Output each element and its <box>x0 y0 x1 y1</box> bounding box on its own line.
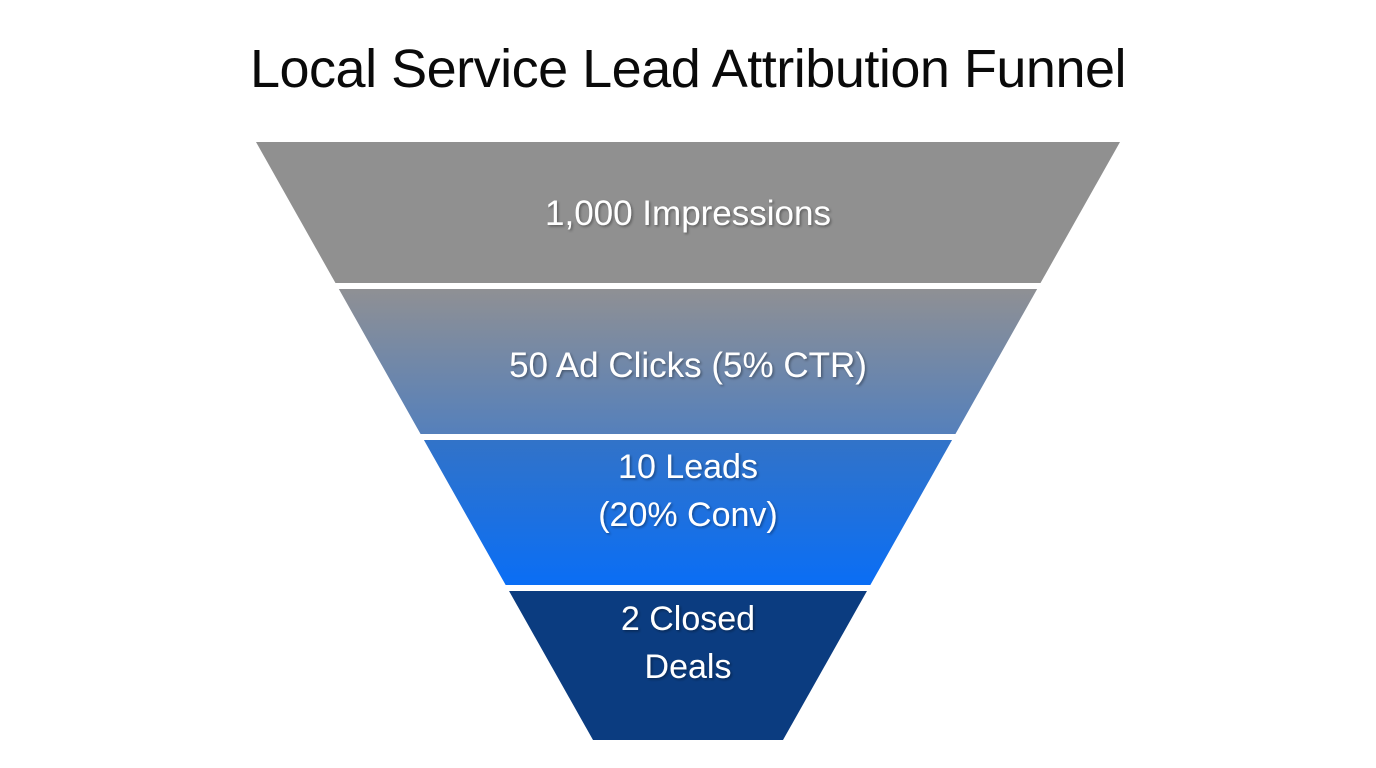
funnel-segment-impressions[interactable] <box>256 142 1120 283</box>
funnel-label-impressions: 1,000 Impressions <box>545 194 831 233</box>
funnel-label-line: Deals <box>645 648 732 686</box>
funnel-label-line: (20% Conv) <box>598 496 778 534</box>
funnel-label-line: 50 Ad Clicks (5% CTR) <box>509 346 867 385</box>
funnel-segments <box>256 142 1120 740</box>
funnel-label-leads: 10 Leads (20% Conv) <box>598 448 778 534</box>
funnel-label-line: 1,000 Impressions <box>545 194 831 233</box>
funnel-segment-leads[interactable] <box>423 440 953 585</box>
funnel-segment-closed-deals[interactable] <box>509 591 867 740</box>
funnel-segment-ad-clicks[interactable] <box>338 289 1038 434</box>
funnel-label-line: 10 Leads <box>618 448 758 486</box>
page-title: Local Service Lead Attribution Funnel <box>249 39 1127 99</box>
funnel-label-ad-clicks: 50 Ad Clicks (5% CTR) <box>509 346 867 385</box>
funnel-labels: 1,000 Impressions 50 Ad Clicks (5% CTR) … <box>509 194 867 686</box>
funnel-label-line: 2 Closed <box>621 600 755 638</box>
